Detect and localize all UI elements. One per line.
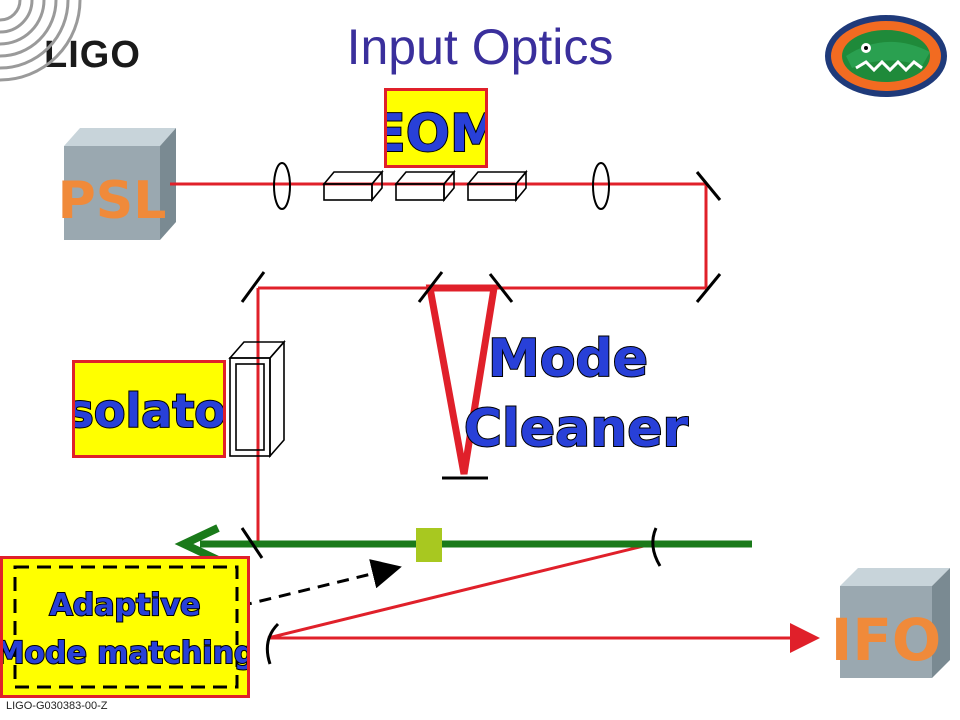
adaptive-dashed-frame	[13, 565, 239, 689]
ifo-box: IFO	[831, 568, 950, 678]
adaptive-label-line1: Adaptive	[50, 588, 201, 623]
ifo-label: IFO	[831, 606, 942, 674]
mirror	[488, 273, 514, 303]
beam-segment	[267, 540, 661, 640]
pickoff-square	[416, 528, 442, 562]
mirror	[240, 271, 266, 303]
mirror	[695, 273, 722, 303]
isolator-label: Isolator	[75, 384, 223, 438]
isolator-crystal	[228, 339, 286, 459]
eom-crystals	[322, 169, 528, 203]
eom-crystal	[466, 169, 528, 203]
mirror	[695, 171, 722, 201]
mode-cleaner-label-line2: Cleaner	[464, 399, 689, 459]
psl-label: PSL	[58, 171, 167, 231]
green-beam	[174, 524, 752, 564]
eom-label-box: EOM	[384, 88, 488, 168]
adaptive-arrow	[239, 559, 402, 608]
lenses	[273, 162, 610, 210]
mirrors	[240, 171, 722, 665]
adaptive-label-box: Adaptive Mode matching	[0, 556, 250, 698]
page-title: Input Optics	[346, 19, 614, 75]
mirror	[240, 527, 264, 559]
footer-document-id: LIGO-G030383-00-Z	[6, 700, 108, 712]
psl-box: PSL	[58, 128, 176, 240]
mirror	[417, 271, 444, 303]
gator-logo-icon	[825, 15, 947, 97]
eom-label: EOM	[387, 104, 485, 164]
mode-cleaner-triangle	[425, 284, 499, 475]
eom-crystal	[322, 169, 384, 203]
mode-cleaner-label-group: Mode Cleaner	[463, 328, 690, 460]
curved-mirror	[265, 622, 280, 665]
eom-crystal	[394, 169, 456, 203]
lens-left	[273, 162, 291, 210]
curved-mirror	[651, 527, 662, 567]
mode-cleaner-label-line1: Mode	[488, 329, 648, 389]
isolator-label-box: Isolator	[72, 360, 226, 458]
lens-right	[592, 162, 610, 210]
adaptive-label-line2: Mode matching	[3, 636, 247, 671]
